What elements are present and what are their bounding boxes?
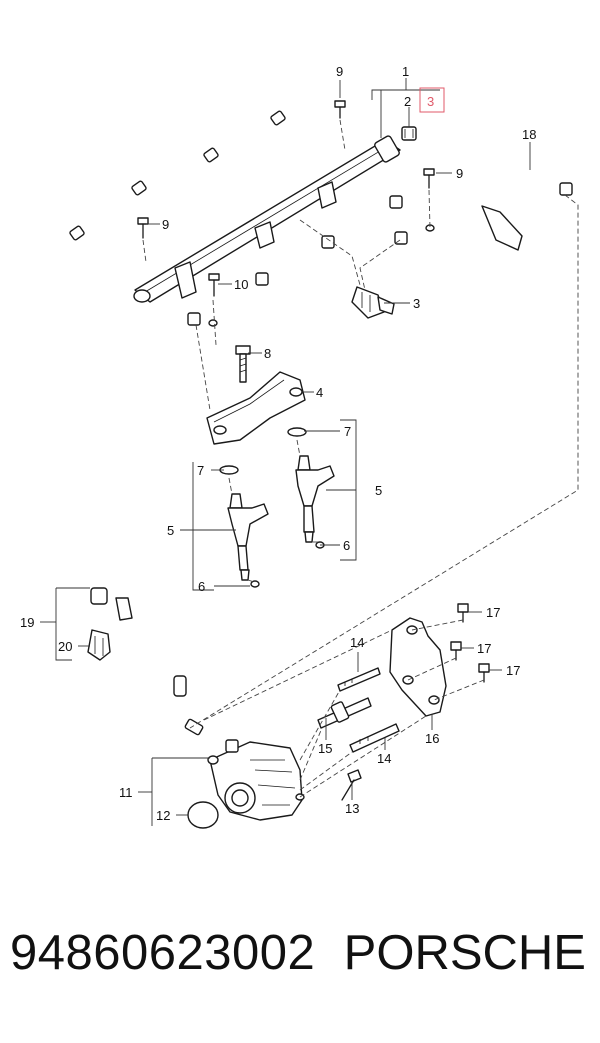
pressure-line[interactable] bbox=[90, 587, 204, 736]
injector-bracket[interactable] bbox=[206, 371, 306, 445]
footer: 94860623002 PORSCHE bbox=[0, 925, 600, 1015]
callout-17-b[interactable]: 17 bbox=[477, 641, 491, 656]
callout-12[interactable]: 12 bbox=[156, 808, 170, 823]
screw-top[interactable] bbox=[334, 100, 346, 119]
callout-18[interactable]: 18 bbox=[522, 127, 536, 142]
callout-9-right[interactable]: 9 bbox=[456, 166, 463, 181]
callout-13[interactable]: 13 bbox=[345, 801, 359, 816]
stud-14-top[interactable] bbox=[337, 667, 381, 692]
exploded-parts-diagram: 1 2 3 9 9 9 10 3 18 8 4 7 5 6 7 5 6 19 2… bbox=[20, 64, 579, 829]
bolt-8[interactable] bbox=[235, 345, 251, 383]
callout-9-left[interactable]: 9 bbox=[162, 217, 169, 232]
callout-16[interactable]: 16 bbox=[425, 731, 439, 746]
brand-name: PORSCHE bbox=[343, 926, 586, 980]
screw-right[interactable] bbox=[423, 168, 435, 189]
callout-1[interactable]: 1 bbox=[402, 64, 409, 79]
screw-left[interactable] bbox=[137, 217, 149, 239]
assembly-lines bbox=[142, 119, 579, 798]
screw-17-a[interactable] bbox=[457, 603, 469, 623]
callout-15[interactable]: 15 bbox=[318, 741, 332, 756]
callout-7-right[interactable]: 7 bbox=[344, 424, 351, 439]
callout-19[interactable]: 19 bbox=[20, 615, 34, 630]
leader-lines bbox=[40, 78, 531, 826]
callout-3-highlighted[interactable]: 3 bbox=[427, 94, 434, 109]
pressure-sensor-20[interactable] bbox=[87, 629, 111, 661]
callout-9-top[interactable]: 9 bbox=[336, 64, 343, 79]
callout-5-left[interactable]: 5 bbox=[167, 523, 174, 538]
screw-10[interactable] bbox=[208, 273, 220, 297]
callout-7-left[interactable]: 7 bbox=[197, 463, 204, 478]
callout-6-left[interactable]: 6 bbox=[198, 579, 205, 594]
callout-17-c[interactable]: 17 bbox=[506, 663, 520, 678]
stud-14-bottom[interactable] bbox=[349, 723, 400, 753]
callout-6-right[interactable]: 6 bbox=[343, 538, 350, 553]
injector-right[interactable] bbox=[287, 427, 335, 549]
callout-10[interactable]: 10 bbox=[234, 277, 248, 292]
o-ring-12[interactable] bbox=[187, 801, 219, 829]
screw-17-c[interactable] bbox=[478, 663, 490, 683]
callout-3[interactable]: 3 bbox=[413, 296, 420, 311]
callout-5-right[interactable]: 5 bbox=[375, 483, 382, 498]
part-number: 94860623002 bbox=[10, 926, 316, 980]
pump-bracket[interactable] bbox=[389, 617, 447, 717]
callout-17-a[interactable]: 17 bbox=[486, 605, 500, 620]
highlight-box bbox=[419, 87, 445, 113]
callout-4[interactable]: 4 bbox=[316, 385, 323, 400]
fuel-rail-assembly[interactable] bbox=[69, 103, 573, 327]
injector-left[interactable] bbox=[219, 465, 269, 588]
callout-2[interactable]: 2 bbox=[404, 94, 411, 109]
callout-11[interactable]: 11 bbox=[119, 785, 133, 800]
callout-14-top[interactable]: 14 bbox=[350, 635, 364, 650]
pressure-sensor[interactable] bbox=[351, 286, 395, 319]
bolt-13[interactable] bbox=[341, 769, 362, 801]
injector-pipes bbox=[76, 103, 397, 320]
screw-17-b[interactable] bbox=[450, 641, 462, 661]
callout-14-bottom[interactable]: 14 bbox=[377, 751, 391, 766]
callout-8[interactable]: 8 bbox=[264, 346, 271, 361]
plug-nut[interactable] bbox=[401, 126, 417, 141]
fuel-pump[interactable] bbox=[207, 739, 305, 821]
callout-20[interactable]: 20 bbox=[58, 639, 72, 654]
